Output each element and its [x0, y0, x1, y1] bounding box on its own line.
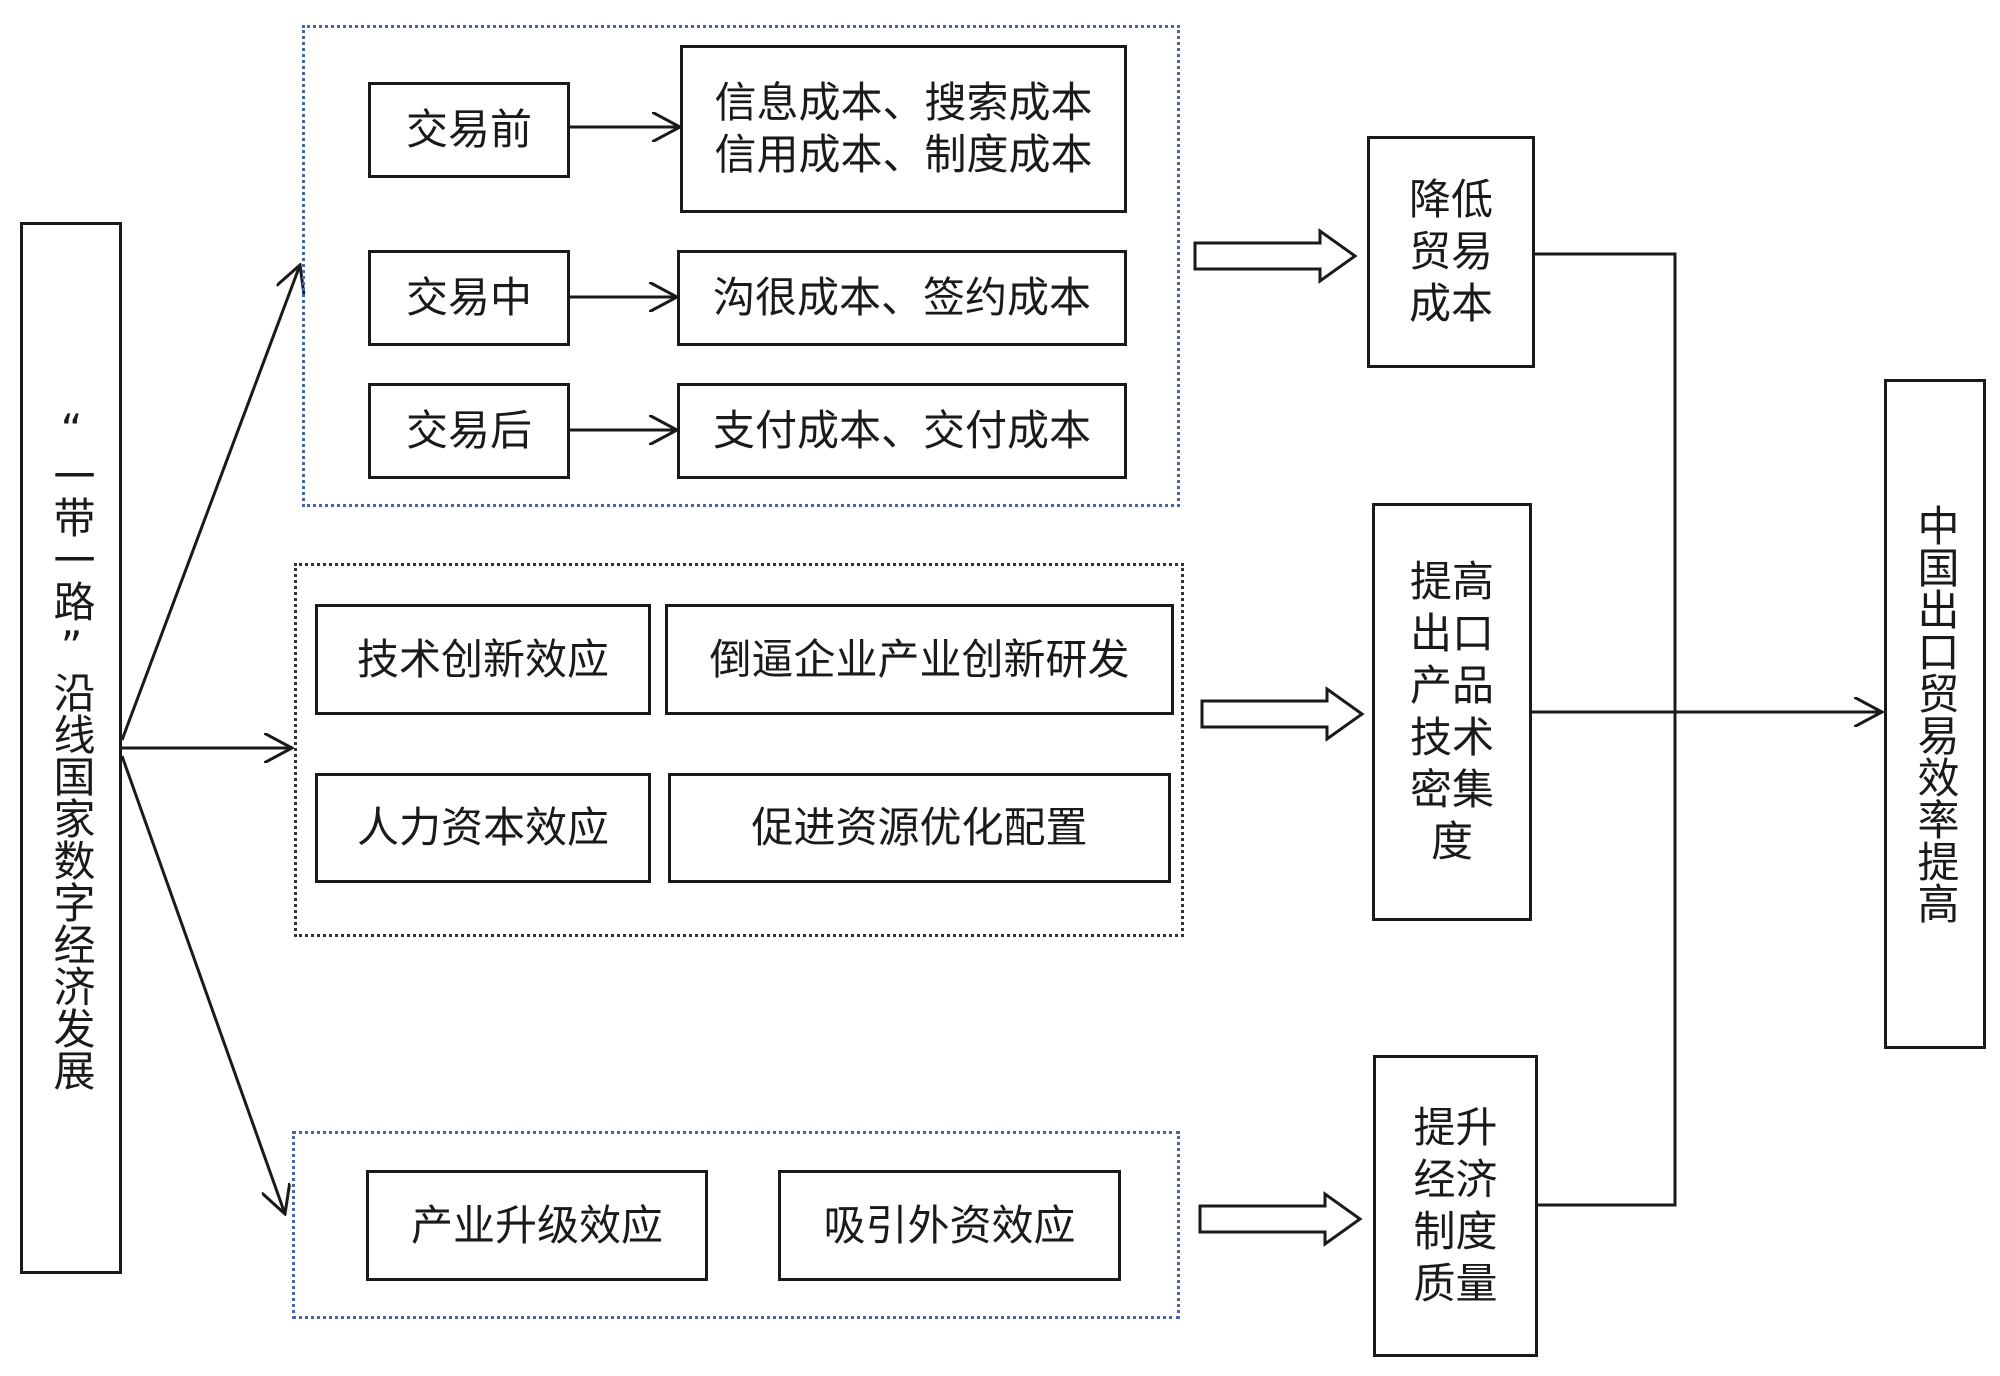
before-costs-line2: 信用成本、制度成本 — [714, 130, 1093, 179]
reduce-cost-line: 降低 — [1408, 175, 1493, 224]
tech-intensity-line: 度 — [1430, 817, 1473, 866]
arrow-source-to-institution — [120, 755, 285, 1214]
tech-intensity-line: 密集 — [1409, 765, 1494, 814]
reduce-cost-line: 贸易 — [1408, 227, 1493, 276]
after-costs: 支付成本、交付成本 — [712, 406, 1091, 455]
tech-effect-label: 技术创新效应 — [356, 634, 609, 684]
tech-intensity-line: 提高 — [1409, 557, 1494, 606]
after-box: 交易后 — [368, 383, 570, 479]
tech-intensity-line: 出口 — [1409, 609, 1494, 658]
before-costs-box: 信息成本、搜索成本 信用成本、制度成本 — [680, 45, 1127, 213]
innovation-group — [294, 563, 1184, 937]
human-effect-box: 人力资本效应 — [315, 773, 651, 883]
human-result-label: 促进资源优化配置 — [751, 803, 1088, 852]
source-text: “一带一路”沿线国家数字经济发展 — [47, 405, 96, 1091]
block-arrow-innovation — [1200, 686, 1365, 742]
tech-intensity-line: 技术 — [1409, 713, 1494, 762]
human-result-box: 促进资源优化配置 — [668, 773, 1171, 883]
institution-quality-line: 经济 — [1413, 1155, 1498, 1204]
block-arrow-transaction — [1193, 228, 1358, 284]
source-box: “一带一路”沿线国家数字经济发展 — [20, 222, 122, 1274]
arrow-source-to-transaction — [120, 265, 300, 741]
institution-quality-line: 制度 — [1413, 1207, 1498, 1256]
block-arrow-institution — [1198, 1191, 1363, 1247]
reduce-cost-line: 成本 — [1408, 279, 1493, 328]
tech-intensity-line: 产品 — [1409, 661, 1494, 710]
tech-intensity-box: 提高 出口 产品 技术 密集 度 — [1372, 503, 1532, 921]
tech-result-box: 倒逼企业产业创新研发 — [665, 604, 1174, 715]
institution-quality-line: 质量 — [1413, 1259, 1498, 1308]
during-box: 交易中 — [368, 250, 570, 346]
after-label: 交易后 — [405, 406, 532, 455]
human-effect-label: 人力资本效应 — [356, 803, 609, 852]
fdi-effect-label: 吸引外资效应 — [823, 1200, 1076, 1250]
during-costs: 沟很成本、签约成本 — [712, 273, 1091, 322]
upgrade-effect-box: 产业升级效应 — [366, 1170, 708, 1281]
before-label: 交易前 — [405, 105, 532, 154]
tech-result-label: 倒逼企业产业创新研发 — [709, 634, 1130, 684]
institution-group — [292, 1131, 1180, 1319]
tech-effect-box: 技术创新效应 — [315, 604, 651, 715]
transaction-cost-group — [302, 25, 1180, 507]
upgrade-effect-label: 产业升级效应 — [410, 1200, 663, 1250]
connector-reduce-cost — [1535, 252, 1677, 1207]
final-text: 中国出口贸易效率提高 — [1911, 504, 1960, 924]
final-box: 中国出口贸易效率提高 — [1884, 379, 1986, 1049]
before-box: 交易前 — [368, 82, 570, 178]
institution-quality-box: 提升 经济 制度 质量 — [1373, 1055, 1538, 1357]
fdi-effect-box: 吸引外资效应 — [778, 1170, 1121, 1281]
before-costs-line1: 信息成本、搜索成本 — [714, 78, 1093, 127]
institution-quality-line: 提升 — [1413, 1103, 1498, 1152]
during-costs-box: 沟很成本、签约成本 — [677, 250, 1127, 346]
after-costs-box: 支付成本、交付成本 — [677, 383, 1127, 479]
during-label: 交易中 — [405, 273, 532, 322]
reduce-cost-box: 降低 贸易 成本 — [1367, 136, 1535, 368]
